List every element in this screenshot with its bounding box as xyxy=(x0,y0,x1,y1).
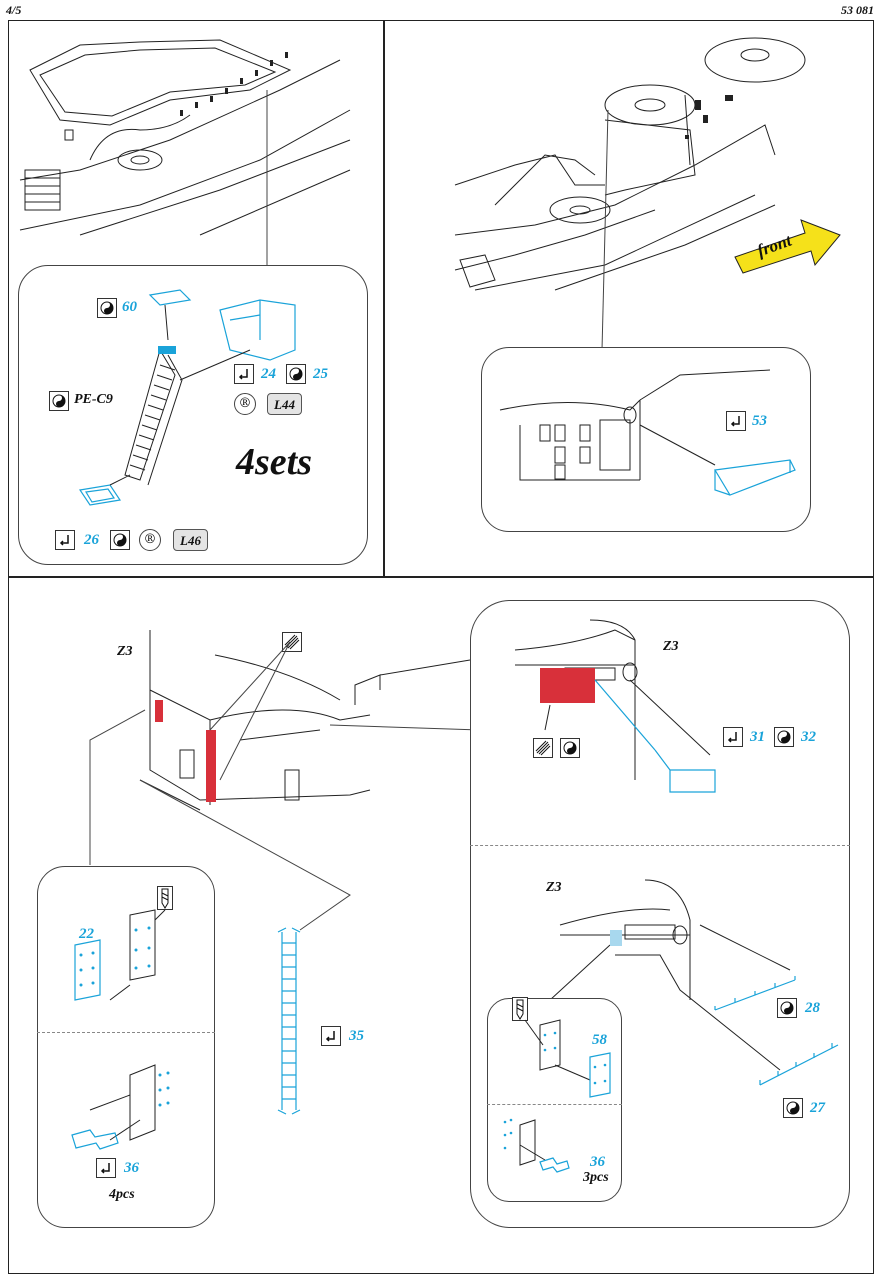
part-number-32: 32 xyxy=(801,729,816,745)
quantity-label: 4pcs xyxy=(109,1187,135,1202)
fold-icon xyxy=(726,411,746,431)
divider-horizontal xyxy=(8,576,874,578)
ship-deck-drawing-top-left xyxy=(19,39,351,236)
superstructure-drawing xyxy=(139,630,471,811)
yin-yang-icon xyxy=(97,298,117,318)
ship-deck-drawing-top-right xyxy=(454,37,806,291)
part-number-58: 58 xyxy=(592,1032,607,1048)
yin-yang-icon xyxy=(783,1098,803,1118)
detail-panel-stairs xyxy=(18,265,368,565)
detail-panel-platform xyxy=(481,347,811,532)
panel-divider xyxy=(487,1104,622,1105)
product-code: 53 081 xyxy=(841,3,874,17)
part-number-36: 36 xyxy=(124,1160,139,1176)
part-number-22: 22 xyxy=(79,926,94,942)
part-number-31: 31 xyxy=(750,729,765,745)
z3-top-label: Z3 xyxy=(663,639,679,654)
yin-yang-icon xyxy=(774,727,794,747)
part-number-26: 26 xyxy=(84,532,99,548)
z3-label: Z3 xyxy=(117,644,133,659)
door-plate-drawing xyxy=(74,909,166,1001)
front-arrow xyxy=(734,219,841,274)
fold-icon xyxy=(55,530,75,550)
part-number-24: 24 xyxy=(261,366,276,382)
divider-vertical xyxy=(383,20,385,577)
panel-divider xyxy=(37,1032,215,1033)
z3-bottom-label: Z3 xyxy=(546,880,562,895)
detail-panel-doors xyxy=(37,866,215,1228)
part-number-27: 27 xyxy=(810,1100,825,1116)
part-number-60: 60 xyxy=(122,299,137,315)
registered-icon: ® xyxy=(139,529,161,551)
drill-icon xyxy=(157,886,173,910)
ladder-drawing xyxy=(277,927,301,1115)
yin-yang-icon xyxy=(560,738,580,758)
part-number-25: 25 xyxy=(313,366,328,382)
sets-label: 4sets xyxy=(236,441,312,483)
page-number: 4/5 xyxy=(6,3,22,17)
callout-line xyxy=(601,109,609,351)
yin-yang-icon xyxy=(49,391,69,411)
yin-yang-icon xyxy=(286,364,306,384)
stair-assembly-drawing xyxy=(78,289,296,506)
tag-l44: L44 xyxy=(267,393,302,415)
part-number-35: 35 xyxy=(349,1028,364,1044)
panel-divider xyxy=(470,845,850,846)
fold-icon xyxy=(96,1158,116,1178)
registered-icon: ® xyxy=(234,393,256,415)
drill-icon xyxy=(512,997,528,1021)
yin-yang-icon xyxy=(110,530,130,550)
small-hinge-drawing xyxy=(503,1118,570,1173)
pe-label: PE-C9 xyxy=(74,392,113,407)
platform-detail-drawing xyxy=(499,369,796,496)
leader-lines xyxy=(89,641,481,931)
bracket-plate-drawing xyxy=(524,1019,611,1098)
part-number-28: 28 xyxy=(805,1000,820,1016)
fold-icon xyxy=(321,1026,341,1046)
tag-l46: L46 xyxy=(173,529,208,551)
page-frame xyxy=(8,20,874,1274)
vent-detail-drawing xyxy=(514,619,716,793)
fold-icon xyxy=(234,364,254,384)
hinge-drawing xyxy=(71,1064,170,1150)
grating-icon xyxy=(533,738,553,758)
part-number-53: 53 xyxy=(752,413,767,429)
callout-line xyxy=(266,90,268,270)
part-number-36-right: 36 xyxy=(590,1154,605,1170)
quantity-label-right: 3pcs xyxy=(583,1170,609,1185)
skirt-detail-drawing xyxy=(549,879,839,1086)
yin-yang-icon xyxy=(777,998,797,1018)
fold-icon xyxy=(723,727,743,747)
